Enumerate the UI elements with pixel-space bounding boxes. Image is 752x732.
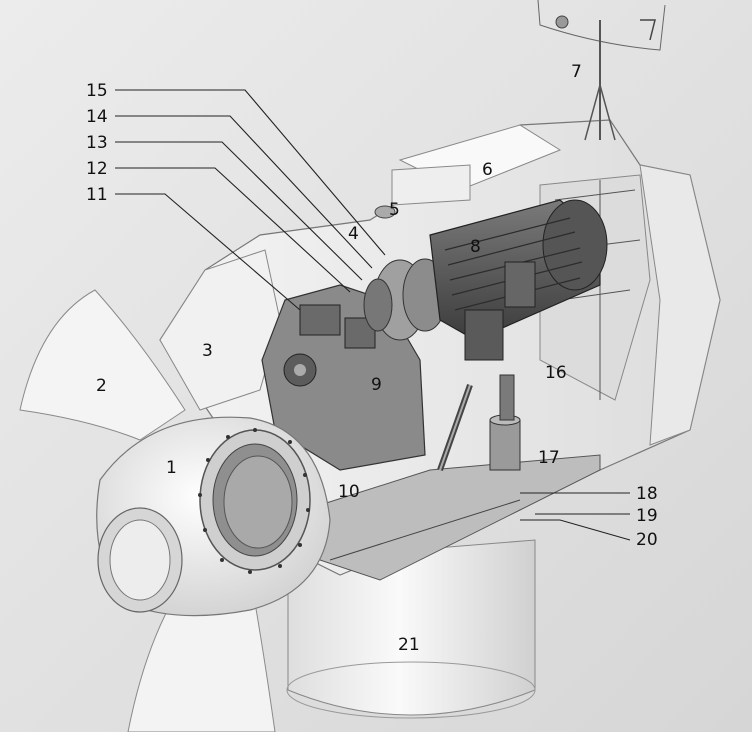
- callout-17: 17: [538, 448, 560, 468]
- callout-10: 10: [338, 482, 360, 502]
- hub-bolt-ring: [198, 428, 310, 574]
- callout-8: 8: [470, 237, 481, 257]
- callout-20: 20: [636, 530, 658, 550]
- callout-6: 6: [482, 160, 493, 180]
- callout-18: 18: [636, 484, 658, 504]
- roof-hatch: [374, 205, 396, 219]
- callout-16: 16: [545, 363, 567, 383]
- callout-19: 19: [636, 506, 658, 526]
- leader-lines: [115, 89, 631, 541]
- coupling-brake-assembly: [363, 258, 448, 341]
- callout-5: 5: [389, 200, 400, 220]
- callout-4: 4: [348, 224, 359, 244]
- callout-11: 11: [86, 185, 108, 205]
- callout-7: 7: [571, 62, 582, 82]
- callout-1: 1: [166, 458, 177, 478]
- blade-upper: [19, 289, 186, 441]
- generator: [429, 199, 608, 361]
- bed-plate-edge: [329, 499, 521, 561]
- yaw-system: [437, 374, 521, 471]
- callout-14: 14: [86, 107, 108, 127]
- callout-21: 21: [398, 635, 420, 655]
- callout-12: 12: [86, 159, 108, 179]
- callout-2: 2: [96, 376, 107, 396]
- callout-9: 9: [371, 375, 382, 395]
- anemometer-wind-vane: [537, 0, 666, 141]
- callout-13: 13: [86, 133, 108, 153]
- tower: [286, 539, 536, 719]
- rotor-hub: [96, 416, 331, 617]
- callout-3: 3: [202, 341, 213, 361]
- bed-plate: [319, 454, 601, 581]
- callout-15: 15: [86, 81, 108, 101]
- callout-labels: 1 2 3 4 5 6 7 8 9 10 11 12 13 14 15 16 1…: [86, 62, 658, 655]
